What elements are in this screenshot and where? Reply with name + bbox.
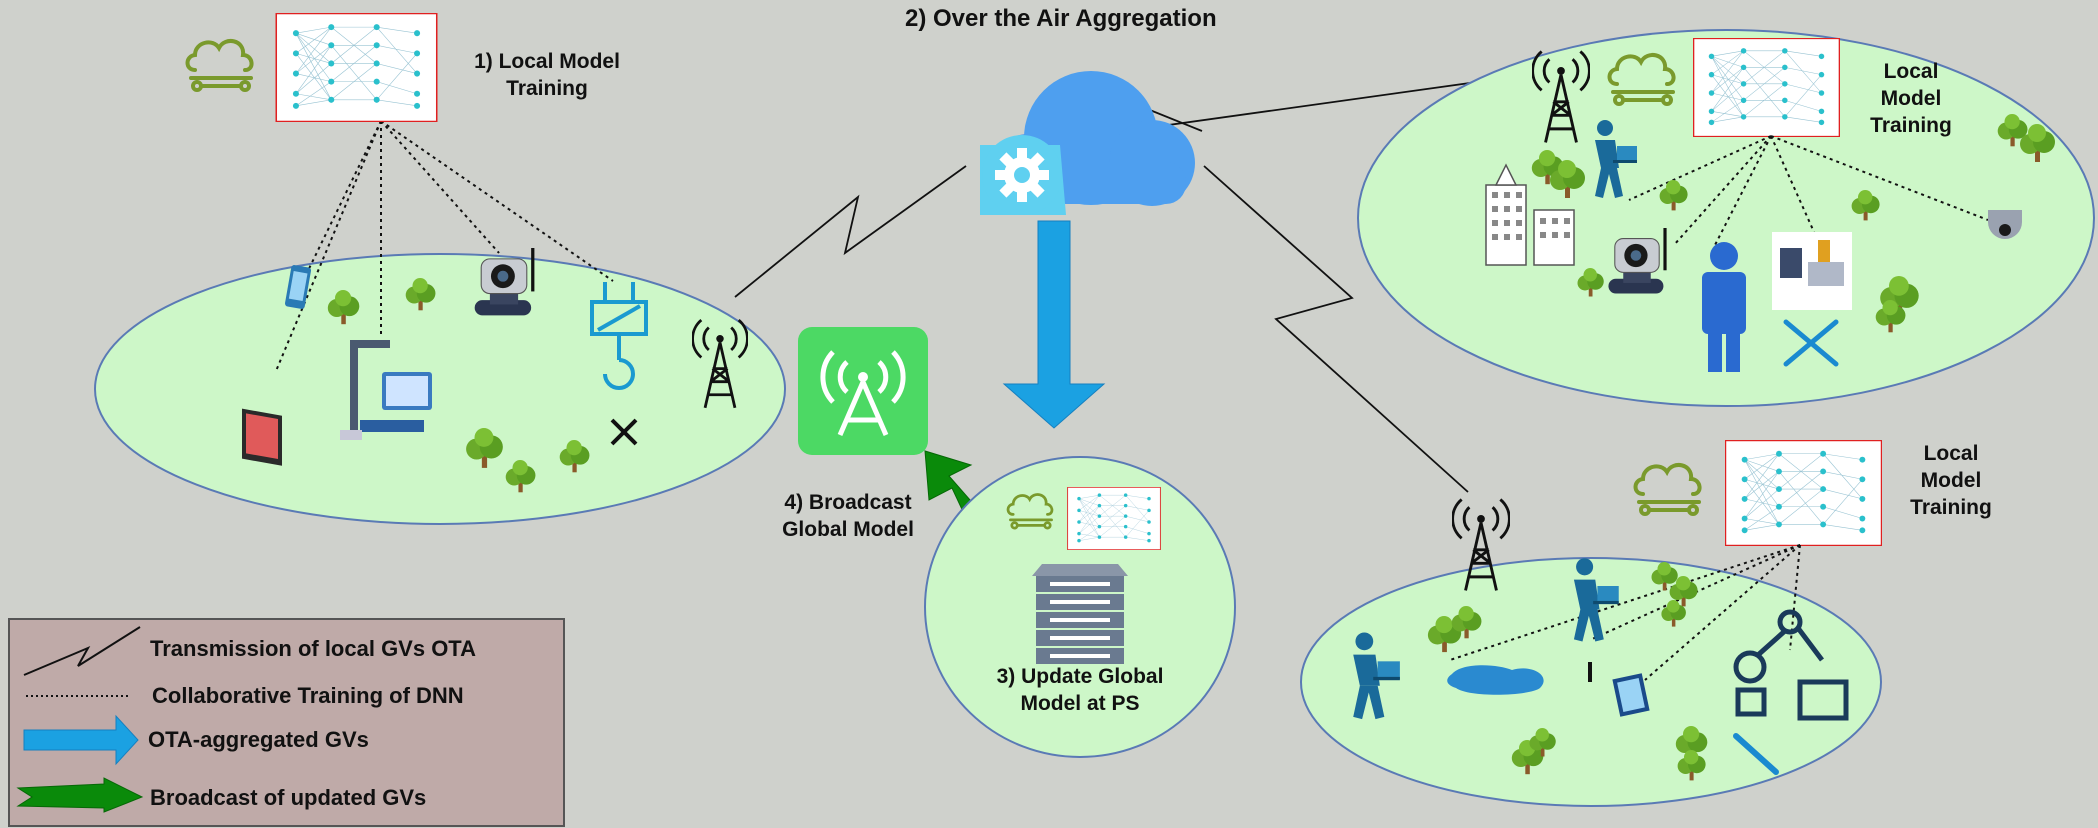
neural-network-icon	[1725, 440, 1882, 546]
monitor-panel-icon	[242, 408, 282, 466]
cloud-gear-icon	[185, 38, 254, 92]
cluster-bottom-right	[1300, 440, 1882, 807]
legend-box	[8, 618, 565, 827]
tools-icon	[1783, 319, 1839, 367]
legend-item-collaborative-training: Collaborative Training of DNN	[152, 683, 464, 708]
neural-network-icon	[1067, 487, 1161, 550]
neural-network-icon	[275, 13, 438, 122]
ota-link-bottom-right	[1203, 165, 1469, 493]
step-local-training-1: 1) Local Model Training	[474, 50, 620, 100]
legend-item-ota-transmission: Transmission of local GVs OTA	[150, 636, 477, 661]
buildings-icon	[1485, 163, 1575, 266]
neural-network-icon	[1693, 38, 1840, 137]
water-puddle-icon	[1447, 665, 1544, 695]
green-arrow-icon	[16, 777, 144, 813]
dome-camera-icon	[1988, 210, 2022, 239]
blue-arrow-icon	[23, 714, 139, 766]
tablet-icon	[284, 265, 312, 309]
legend-item-ota-aggregated: OTA-aggregated GVs	[148, 727, 369, 752]
ota-aggregated-arrow	[1002, 220, 1106, 429]
robot-arm-icon	[1733, 609, 1849, 721]
workstation-icon	[340, 340, 432, 440]
step-local-training-2: Local Model Training	[1870, 60, 1952, 137]
standing-person-icon	[1702, 242, 1746, 372]
wrench-icon	[610, 418, 638, 446]
server-icon	[1032, 564, 1128, 664]
cluster-left	[94, 13, 786, 525]
factory-machine-icon	[1772, 232, 1852, 310]
cluster-ps	[924, 456, 1236, 758]
tablet-stand-icon	[1588, 662, 1650, 717]
cloud-gear-icon	[1633, 462, 1702, 516]
crane-hook-icon	[590, 282, 648, 390]
step-local-training-3: Local Model Training	[1910, 442, 1992, 519]
lightning-link-icon	[23, 626, 141, 676]
step-broadcast: 4) Broadcast Global Model	[782, 491, 914, 541]
step-update-global: 3) Update Global Model at PS	[996, 665, 1164, 715]
diagram-title: 2) Over the Air Aggregation	[905, 5, 1217, 32]
ota-link-left	[734, 165, 967, 298]
legend-item-broadcast: Broadcast of updated GVs	[150, 785, 427, 810]
wrench-icon	[1733, 733, 1779, 775]
cloud-aggregator	[980, 71, 1195, 215]
cluster-top-right	[1357, 29, 2095, 407]
broadcast-station-icon	[798, 327, 928, 455]
